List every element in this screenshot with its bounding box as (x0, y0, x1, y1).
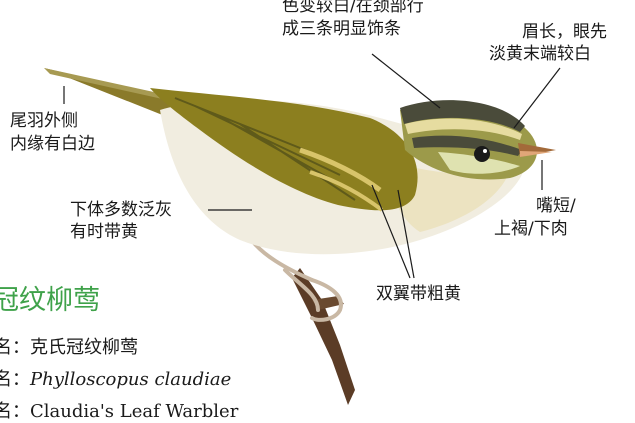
annotation-tail-line1: 尾羽外侧 (10, 111, 78, 132)
annotation-tail-line2: 内缘有白边 (10, 134, 95, 155)
chinese-name-row: 名：克氏冠纹柳莺 (0, 337, 138, 359)
annotation-underparts-line1: 下体多数泛灰 (70, 200, 172, 221)
annotation-eyebrow-line1: 眉长，眼先 (522, 22, 607, 43)
annotation-bill-line2: 上褐/下肉 (494, 219, 568, 240)
bird-eye (474, 146, 490, 162)
annotation-underparts-line2: 有时带黄 (70, 222, 138, 243)
english-name-row: 名：Claudia's Leaf Warbler (0, 401, 238, 423)
annotation-eyebrow-line2: 淡黄末端较白 (489, 44, 591, 65)
scientific-name-row: 名：Phylloscopus claudiae (0, 369, 231, 391)
annotation-wingbars: 双翼带粗黄 (376, 284, 461, 305)
annotation-bill-line1: 嘴短/ (536, 196, 576, 217)
annotation-crown-line2: 成三条明显饰条 (282, 19, 401, 40)
scientific-name: Phylloscopus claudiae (30, 369, 231, 390)
annotation-crown-line1: 色变较白/在颈部行 (282, 0, 424, 17)
species-title: 冠纹柳莺 (0, 285, 100, 317)
branch (292, 268, 355, 405)
scientific-name-prefix: 名： (0, 369, 30, 390)
bird-bill (518, 143, 556, 157)
